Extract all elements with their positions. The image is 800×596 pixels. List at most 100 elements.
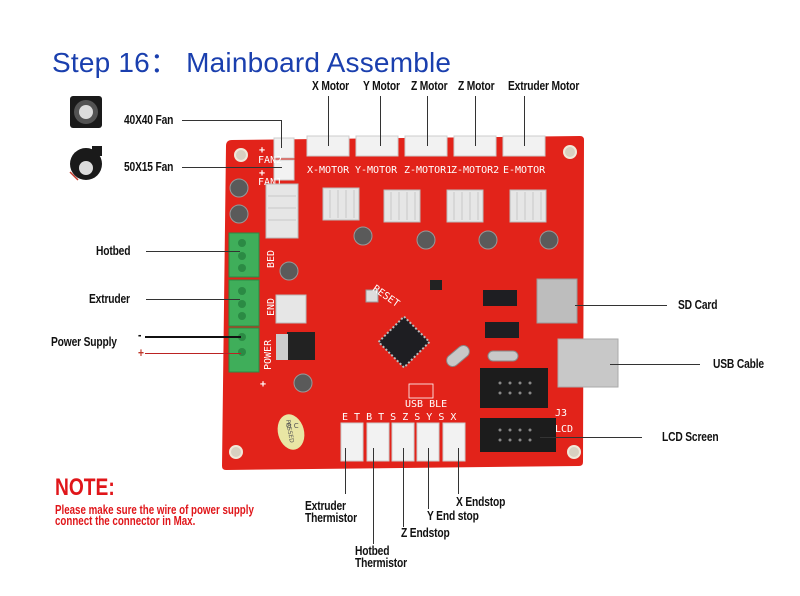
label-y-endstop: Y End stop xyxy=(427,509,479,523)
note-text: Please make sure the wire of power suppl… xyxy=(55,503,254,528)
x-motor-silk: X-MOTOR xyxy=(307,165,350,176)
leader-z-motor1 xyxy=(427,96,428,146)
label-hotbed-thermistor-2: Thermistor xyxy=(355,556,407,570)
qc-passed-sticker xyxy=(277,414,305,450)
fan1-connector xyxy=(273,159,295,181)
label-extruder: Extruder xyxy=(89,292,130,306)
label-hotbed-thermistor-1: Hotbed xyxy=(355,544,390,558)
endstop-pins-silk: E T B T S Z S Y S X xyxy=(342,412,456,423)
mount-hole xyxy=(563,145,577,159)
label-sd-card: SD Card xyxy=(678,298,718,312)
heatsink xyxy=(446,189,484,223)
z-motor2-silk: Z-MOTOR2 xyxy=(451,165,499,176)
end-silk: END xyxy=(266,298,277,316)
leader-power-plus xyxy=(145,353,241,354)
leader-hotbed-thermistor xyxy=(373,448,374,544)
label-z-motor2: Z Motor xyxy=(458,79,495,93)
page-title: Step 16： Mainboard Assemble xyxy=(52,47,452,78)
leader-extruder xyxy=(146,299,240,300)
label-lcd-screen: LCD Screen xyxy=(662,430,719,444)
crystal xyxy=(446,345,470,367)
heatsink xyxy=(275,294,307,324)
j3-silk: J3 xyxy=(555,408,567,419)
leader-50x15-fan xyxy=(182,167,282,168)
note-title: NOTE: xyxy=(55,474,115,501)
label-minus: - xyxy=(138,328,142,342)
sd-card-slot xyxy=(536,278,578,324)
mcu-chip xyxy=(377,315,431,369)
label-plus: + xyxy=(138,346,144,360)
reset-button xyxy=(365,289,379,303)
capacitor xyxy=(229,178,249,198)
label-y-motor: Y Motor xyxy=(363,79,400,93)
label-extruder-thermistor-1: Extruder xyxy=(305,499,346,513)
mount-hole xyxy=(234,148,248,162)
z-motor1-silk: Z-MOTOR1 xyxy=(404,165,452,176)
leader-hotbed xyxy=(146,251,240,252)
label-50x15-fan: 50X15 Fan xyxy=(124,160,174,174)
leader-y-endstop xyxy=(428,448,429,509)
lcd-header-connector xyxy=(480,418,556,452)
leader-extruder-thermistor xyxy=(345,448,346,494)
crystal xyxy=(487,350,519,362)
label-z-endstop: Z Endstop xyxy=(401,526,450,540)
capacitor xyxy=(279,261,299,281)
leader-40x40-fan xyxy=(182,120,282,121)
x-endstop-connector xyxy=(442,422,466,462)
leader-power-minus xyxy=(145,336,241,338)
label-extruder-motor: Extruder Motor xyxy=(508,79,580,93)
ble-header xyxy=(408,383,434,399)
heatsink xyxy=(322,187,360,221)
leader-e-motor xyxy=(524,96,525,146)
label-x-endstop: X Endstop xyxy=(456,495,506,509)
leader-sd-card xyxy=(575,305,667,306)
label-40x40-fan: 40X40 Fan xyxy=(124,113,174,127)
label-extruder-thermistor-2: Thermistor xyxy=(305,511,357,525)
mount-hole xyxy=(229,445,243,459)
blower-fan-icon xyxy=(69,146,102,181)
fan1-silk: FAN1 xyxy=(258,177,282,188)
svg-text:+: + xyxy=(259,168,265,179)
small-regulator xyxy=(430,280,442,290)
capacitor xyxy=(353,226,373,246)
mount-hole xyxy=(567,445,581,459)
fan2-connector xyxy=(273,137,295,159)
svg-text:+: + xyxy=(260,379,266,390)
passed-silk: PASSED xyxy=(284,419,295,444)
label-usb-cable: USB Cable xyxy=(713,357,764,371)
fan2-silk: FAN2 xyxy=(258,155,282,166)
capacitor xyxy=(539,230,559,250)
capacitor xyxy=(478,230,498,250)
usb-port xyxy=(557,338,619,388)
ic-chip xyxy=(485,322,519,338)
heatsink xyxy=(265,183,299,239)
leader-z-motor2 xyxy=(475,96,476,146)
heatsink xyxy=(383,189,421,223)
hotbed-thermistor-connector xyxy=(366,422,390,462)
y-motor-connector xyxy=(355,135,399,157)
capacitor xyxy=(229,204,249,224)
leader-usb-cable xyxy=(610,364,700,365)
axial-fan-icon xyxy=(70,96,102,128)
leader-40x40-fan-v xyxy=(281,120,282,148)
leader-x-motor xyxy=(328,96,329,146)
lcd-silk: LCD xyxy=(555,424,573,435)
y-motor-silk: Y-MOTOR xyxy=(355,165,398,176)
heatsink xyxy=(509,189,547,223)
driver-heatsinks xyxy=(265,183,547,324)
capacitor xyxy=(293,373,313,393)
leader-x-endstop xyxy=(458,448,459,494)
usb-ble-silk: USB BLE xyxy=(405,399,447,410)
leader-z-endstop xyxy=(403,448,404,527)
capacitors xyxy=(229,178,559,393)
label-z-motor1: Z Motor xyxy=(411,79,448,93)
bed-silk: BED xyxy=(266,250,277,268)
endstop-connectors xyxy=(340,422,466,462)
qc-silk: Q C xyxy=(286,422,299,430)
label-x-motor: X Motor xyxy=(312,79,350,93)
leader-y-motor xyxy=(380,96,381,146)
e-motor-silk: E-MOTOR xyxy=(503,165,546,176)
leader-lcd-screen xyxy=(540,437,642,438)
ic-chip xyxy=(483,290,517,306)
